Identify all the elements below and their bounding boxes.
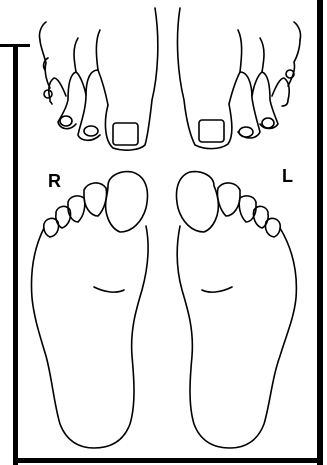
right-third-toe-joint [74,38,78,72]
left-fourth-toe [272,78,289,106]
left-second-toenail [239,127,253,137]
left-sole-toe-2 [217,183,240,216]
right-foot-top-edge [39,22,46,40]
right-fifth-toenail [44,90,52,98]
top-view-left-foot [177,8,300,149]
left-sole-big-toe [177,172,219,232]
right-sole [32,172,149,448]
right-foot-label: R [48,172,61,190]
right-second-toenail [84,126,98,136]
left-sole [177,172,297,448]
left-sole-outline [177,226,296,448]
right-sole-toe-2 [84,183,107,216]
left-foot-top-edge [294,22,301,40]
left-foot-label: L [282,167,293,185]
left-third-toe-joint [260,38,264,72]
right-big-toenail [113,123,138,145]
right-sole-big-toe [106,172,148,232]
top-view-right-foot [39,8,157,150]
right-sole-crease [94,287,124,292]
left-fifth-toe [288,40,300,86]
right-second-toe-joint [96,30,100,70]
left-third-toe [252,72,278,129]
left-second-toe-joint [238,30,242,72]
left-sole-crease [202,287,232,292]
right-third-toenail [60,116,72,126]
right-sole-outline [32,226,149,448]
left-big-toenail [199,120,224,142]
left-third-toenail [262,118,274,128]
right-fifth-toe [40,40,50,88]
